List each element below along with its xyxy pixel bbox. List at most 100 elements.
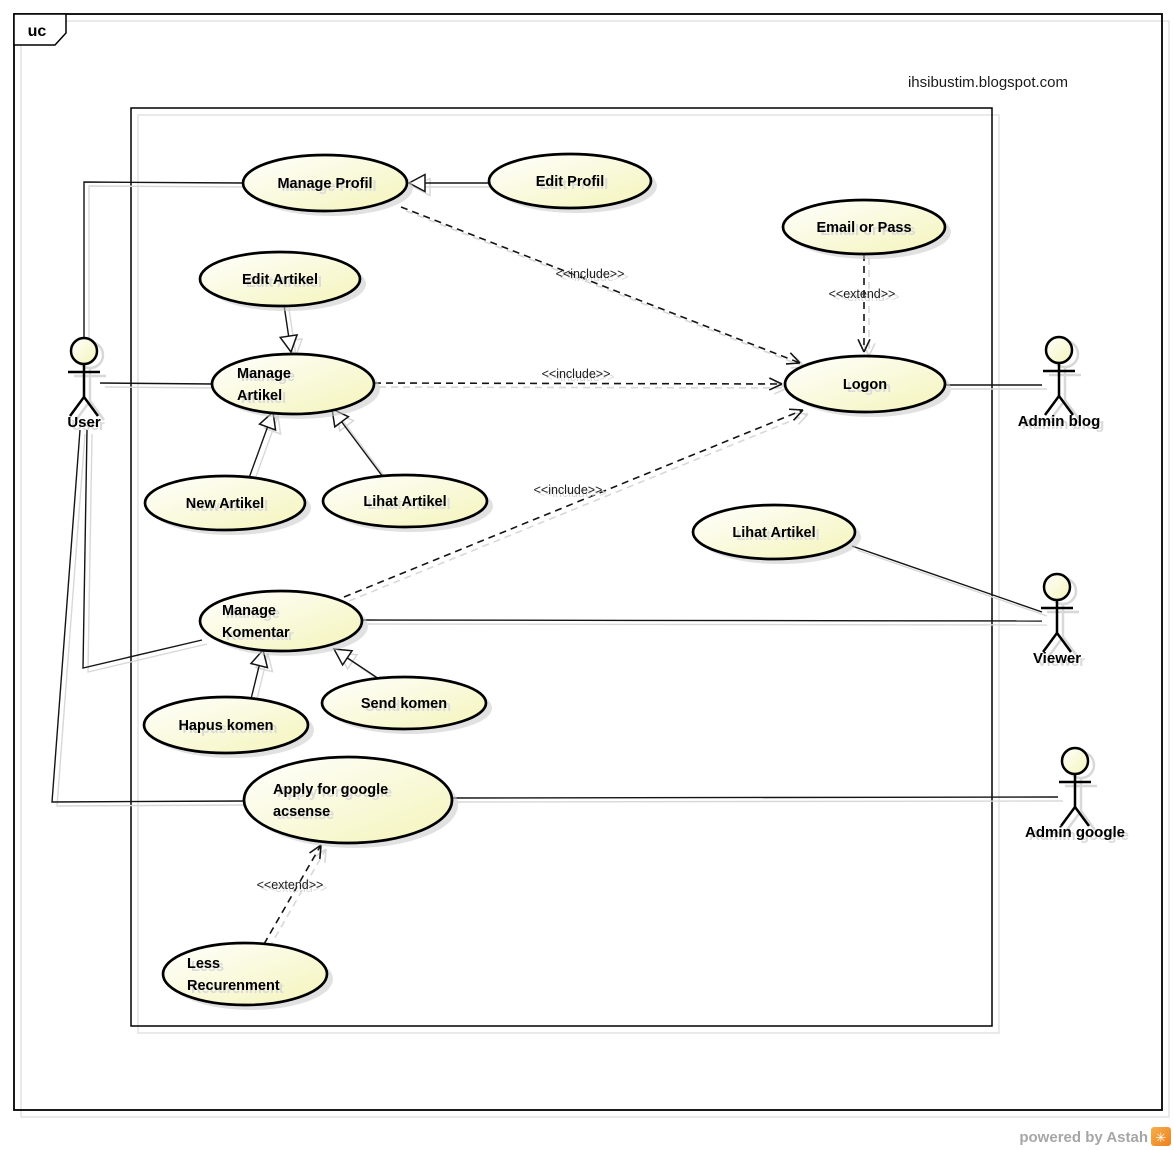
edge-main (343, 408, 804, 598)
association-edge-manage-komentar-to-viewer (362, 619, 1048, 626)
use-case-ellipse (321, 473, 489, 529)
association-line (99, 382, 214, 385)
edge-shadow (367, 623, 1048, 626)
boundary-border (130, 107, 993, 1027)
open-arrowhead-icon (319, 844, 322, 860)
open-arrowhead-icon (793, 412, 809, 415)
use-case-label: Logon (843, 377, 887, 393)
use-case-label: Komentar (222, 625, 290, 641)
actor-right-leg (1057, 395, 1075, 416)
use-case-label-shadow: Lihat Artikel (367, 497, 450, 513)
use-case-label-shadow: Email or Pass (820, 223, 915, 239)
edge-main (400, 206, 801, 365)
diagram-content: <<include>><<include>><<include>><<inclu… (51, 152, 1129, 1010)
extend-edge-email-or-pass-to-logon: <<extend>><<extend>> (829, 254, 900, 357)
edge-label-shadow: <<extend>> (261, 881, 328, 895)
edge-label-shadow: <<extend>> (833, 290, 900, 304)
use-case-label: acsense (273, 804, 330, 820)
generalization-line (288, 308, 297, 357)
actor-label: Admin blog (1018, 413, 1101, 430)
include-line (343, 409, 804, 598)
astah-logo-square (1151, 1127, 1171, 1146)
edge-main (451, 796, 1059, 799)
actor-left-leg (1059, 806, 1077, 827)
open-arrowhead-icon (792, 409, 804, 421)
association-edge-user-to-manage-artikel (99, 382, 219, 389)
use-case-ellipse (241, 153, 409, 213)
open-arrowhead-icon (785, 362, 801, 365)
open-arrowhead-icon (863, 338, 871, 353)
use-case-label-shadow: Manage (241, 369, 295, 385)
edge-main (332, 648, 380, 680)
watermark: ihsibustim.blogspot.com (908, 74, 1068, 91)
diagram-frame: uc (13, 13, 1170, 1118)
actor-head (1044, 335, 1074, 365)
use-case-label: Manage Profil (277, 176, 372, 192)
use-case-label: Lihat Artikel (732, 525, 815, 541)
edge-main (278, 304, 299, 354)
powered-by-text: powered by Astah (1019, 1129, 1148, 1146)
frame-tab (13, 13, 67, 46)
generalization-line (336, 412, 389, 482)
association-line (851, 545, 1043, 613)
use-case-label: New Artikel (186, 496, 264, 512)
actor-head (69, 336, 99, 366)
association-edge-user-to-manage-komentar (82, 429, 208, 673)
actor-label-shadow: Admin blog (1022, 416, 1105, 433)
edge-shadow (862, 258, 876, 357)
edge-main (857, 254, 871, 353)
actor-right-leg (1073, 806, 1091, 827)
use-case-ellipse (242, 755, 454, 845)
extend-label: <<extend>> (257, 878, 324, 892)
edge-label-shadow: <<include>> (560, 270, 629, 284)
association-line (362, 619, 1043, 622)
association-edge-apply-google-acsense-to-admin-google (451, 796, 1064, 803)
powered-by: powered by Astah ✳ (1019, 1127, 1171, 1146)
use-case-label: Manage (237, 366, 291, 382)
use-case-label-shadow: acsense (277, 807, 334, 823)
use-case-ellipse (161, 941, 329, 1007)
use-case-ellipse (198, 589, 364, 653)
use-case-ellipse (143, 474, 307, 532)
open-arrowhead-icon (309, 844, 322, 854)
association-line (856, 549, 1048, 617)
open-arrowhead-icon (324, 848, 327, 864)
include-label: <<include>> (534, 483, 603, 497)
astah-logo-icon: ✳ (1151, 1127, 1171, 1146)
actor-left-leg (74, 400, 92, 421)
frame-shadow (20, 20, 1170, 1118)
use-case-label-shadow: Logon (847, 380, 891, 396)
edge-shadow (56, 433, 251, 807)
actor-right-leg (82, 396, 100, 417)
edge-shadow (348, 412, 809, 602)
edge-main (82, 429, 203, 669)
actor-head (1042, 572, 1072, 602)
use-case-ellipse (210, 352, 376, 416)
edge-shadow (88, 185, 249, 342)
use-case-label-shadow: Send komen (365, 699, 451, 715)
use-case-label-shadow: Artikel (241, 391, 286, 407)
actor-right-leg (1079, 810, 1097, 831)
actor-label: Admin google (1025, 824, 1125, 841)
use-case-label-shadow: Hapus komen (182, 721, 277, 737)
edge-main (99, 382, 214, 385)
boundary-shadow (137, 114, 1000, 1034)
generalization-triangle-icon (332, 648, 354, 667)
use-case-label-shadow: Komentar (226, 628, 294, 644)
edge-main (407, 173, 488, 193)
use-case-ellipse (487, 152, 653, 210)
extend-label: <<extend>> (829, 287, 896, 301)
